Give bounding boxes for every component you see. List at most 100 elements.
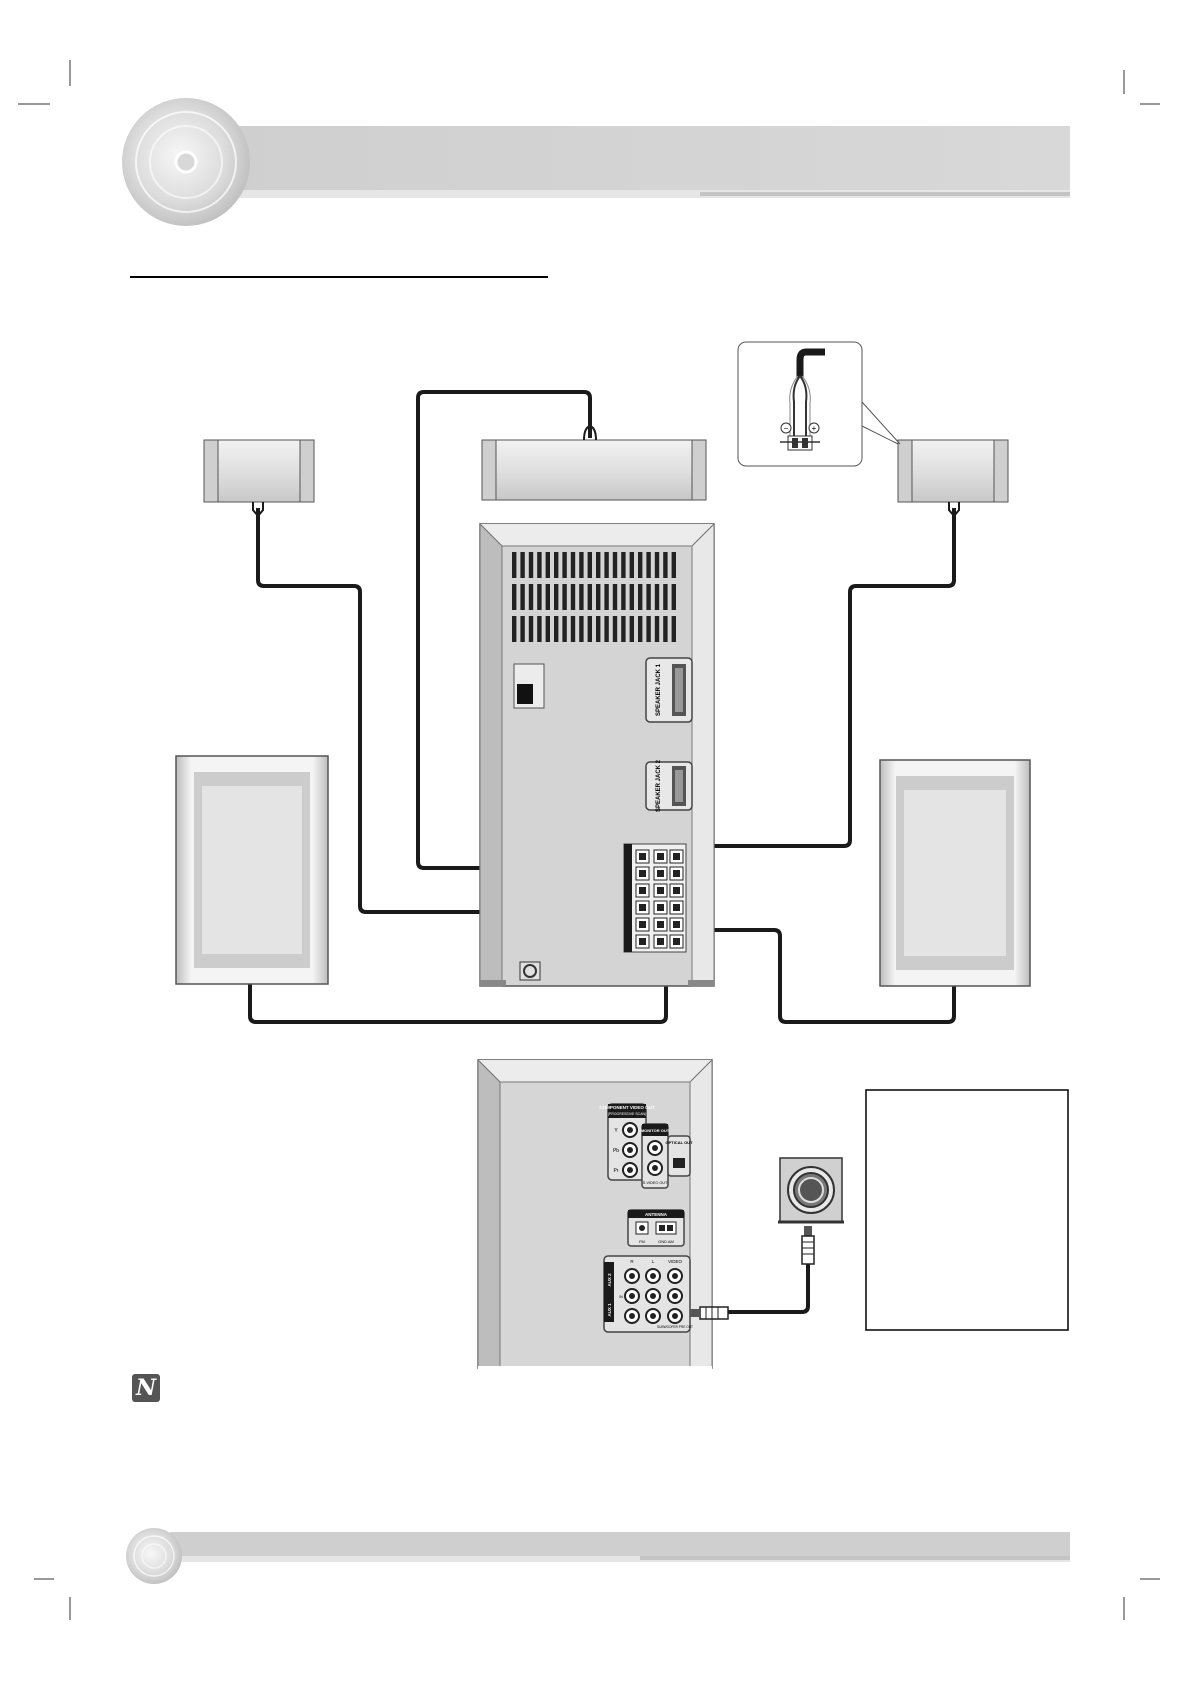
vent-slot [579, 552, 584, 578]
vent-slot [671, 616, 676, 642]
vent-slot [562, 616, 567, 642]
vent-slot [621, 552, 626, 578]
speaker-cables [248, 390, 956, 1314]
vent-slot [663, 584, 668, 610]
vent-slot [604, 616, 609, 642]
vent-slot [554, 552, 559, 578]
header-banner [122, 98, 1070, 226]
vent-slot [612, 552, 618, 578]
vent-slot [587, 552, 592, 578]
vent-slot [604, 552, 609, 578]
vent-slot [570, 552, 576, 578]
vent-slot [604, 584, 609, 610]
antenna-block: ANTENNA FM GND AM [627, 1209, 685, 1247]
vent-slot [512, 552, 517, 578]
vent-slot [596, 616, 601, 642]
main-unit-rear-bottom: COMPONENT VIDEO OUT (PROGRESSIVE SCAN) Y… [477, 1058, 729, 1370]
vent-slot [638, 584, 643, 610]
jack-pr-label: Pr [614, 1168, 619, 1174]
vent-slot [587, 616, 592, 642]
terminal-plus-label: + [812, 424, 817, 433]
vent-slot [629, 616, 634, 642]
vent-slot [638, 552, 643, 578]
center-speaker [481, 424, 707, 501]
vent-slot [537, 616, 542, 642]
vent-slot [579, 616, 584, 642]
vent-slot [528, 552, 534, 578]
vent-slot [654, 616, 660, 642]
vent-slot [520, 552, 525, 578]
aux-block: AUX 2 AUX 1 IN R L VIDEO SUBWOOFER PRE O… [603, 1255, 693, 1333]
vent-slot [579, 584, 584, 610]
vent-slot [663, 552, 668, 578]
vent-slot [537, 584, 542, 610]
vent-slot [654, 584, 660, 610]
optical-out-label: OPTICAL OUT [665, 1140, 693, 1145]
vent-slot [671, 584, 676, 610]
antenna-label: ANTENNA [645, 1212, 668, 1217]
jack-pb-label: Pb [613, 1148, 619, 1154]
optical-out: OPTICAL OUT [665, 1135, 693, 1177]
vent-slot [646, 552, 651, 578]
subwoofer-preout-label: SUBWOOFER PRE OUT [657, 1325, 693, 1329]
speaker-jack-2-label: SPEAKER JACK 2 [656, 759, 662, 812]
vent-slot [587, 584, 592, 610]
component-video-out-label: COMPONENT VIDEO OUT [599, 1105, 655, 1110]
crop-marks [18, 60, 1160, 1620]
vent-slot [512, 616, 517, 642]
vent-slot [621, 584, 626, 610]
vent-slot [596, 584, 601, 610]
vent-slot [537, 552, 542, 578]
vent-slot [545, 584, 550, 610]
vent-slot [612, 584, 618, 610]
vent-slot [638, 616, 643, 642]
col-l-label: L [652, 1259, 655, 1264]
speaker-terminal-callout: − + [737, 341, 901, 467]
vent-slot [562, 552, 567, 578]
vent-slot [646, 584, 651, 610]
aux1-label: AUX 1 [607, 1303, 612, 1317]
svideo-out-label: S-VIDEO OUT [643, 1181, 668, 1185]
vent-slot [671, 552, 676, 578]
monitor-out: MONITOR OUT S-VIDEO OUT [641, 1123, 670, 1189]
surround-right-speaker [879, 759, 1031, 987]
vent-slot [528, 584, 534, 610]
vent-slot [570, 584, 576, 610]
vent-slot [654, 552, 660, 578]
jack-y-label: Y [614, 1128, 618, 1134]
note-icon: N [132, 1374, 160, 1402]
info-box [865, 1089, 1069, 1331]
vent-slot [612, 616, 618, 642]
vent-slot [520, 584, 525, 610]
vent-slot [554, 616, 559, 642]
vent-slot [663, 616, 668, 642]
gnd-am-label: GND AM [658, 1239, 674, 1244]
power-socket [519, 961, 541, 981]
monitor-out-label: MONITOR OUT [641, 1128, 670, 1133]
vent-slot [512, 584, 517, 610]
speaker-jack-1: SPEAKER JACK 1 [645, 657, 693, 723]
col-video-label: VIDEO [668, 1259, 683, 1264]
surround-left-speaker [175, 755, 329, 985]
vent-slot [596, 552, 601, 578]
col-r-label: R [630, 1259, 634, 1264]
subwoofer-unit-rear: SPEAKER JACK 1 SPEAKER JACK 2 [479, 522, 715, 987]
vent-slot [621, 616, 626, 642]
vent-slot [629, 584, 634, 610]
vent-slot [646, 616, 651, 642]
terminal-minus-label: − [784, 424, 789, 433]
external-subwoofer [778, 1157, 844, 1265]
vent-slot [554, 584, 559, 610]
vent-slot [570, 616, 576, 642]
footer-banner [126, 1528, 1070, 1584]
vent-slot [545, 552, 550, 578]
speaker-terminal-block [623, 843, 687, 953]
rca-plug-unit [690, 1306, 729, 1320]
vent-grille [512, 552, 676, 642]
progressive-scan-label: (PROGRESSIVE SCAN) [608, 1112, 647, 1116]
in-label: IN [619, 1295, 623, 1299]
vent-slot [545, 616, 550, 642]
speaker-jack-1-label: SPEAKER JACK 1 [656, 663, 662, 716]
